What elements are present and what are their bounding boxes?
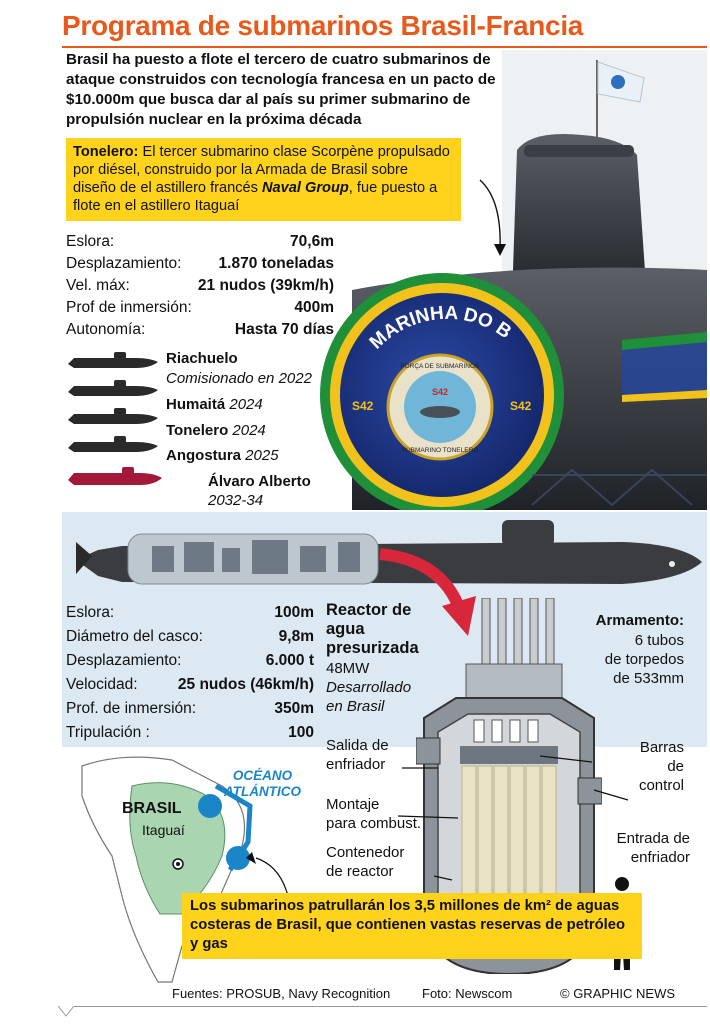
spec-label: Prof de inmersión: — [66, 299, 192, 316]
footer-credit: © GRAPHIC NEWS — [560, 986, 676, 1001]
nuclear-sub-silhouette-icon — [68, 467, 162, 485]
tonelero-box-text-a: El tercer submarino clase Scorpène propu… — [73, 144, 450, 196]
sub-riachuelo: Riachuelo — [166, 350, 238, 367]
map-country-label: BRASIL — [122, 800, 182, 817]
photo-illustration: MARINHA DO BRASIL S42 FORÇA DE SUBMARINO… — [62, 50, 707, 510]
spec-label: Eslora: — [66, 233, 115, 250]
spec-label: Tripulación : — [66, 724, 150, 741]
tonelero-info-box: Tonelero: El tercer submarino clase Scor… — [66, 138, 461, 221]
spec-label: Prof. de inmersión: — [66, 700, 197, 717]
south-america-map — [81, 756, 253, 983]
tonelero-box-name: Tonelero: — [73, 144, 139, 160]
spec-label: Vel. máx: — [66, 277, 130, 294]
spec-value: 25 nudos (46km/h) — [177, 676, 314, 693]
sub-alvaro-alberto: Álvaro Alberto — [208, 473, 311, 490]
spec-label: Desplazamiento: — [66, 255, 182, 272]
spec-value: 21 nudos (39km/h) — [197, 277, 334, 294]
seal-bottom-text: SUBMARINO TONELERO — [402, 447, 479, 454]
map-city-label: Itaguaí — [142, 822, 185, 838]
spec-label: Eslora: — [66, 604, 115, 621]
reactor-pointer-arrow — [379, 548, 476, 636]
spec-value: 350m — [274, 700, 314, 717]
spec-label: Desplazamiento: — [66, 652, 182, 669]
submarine-photo: MARINHA DO BRASIL S42 FORÇA DE SUBMARINO… — [62, 50, 707, 510]
spec-value: 1.870 toneladas — [218, 255, 334, 272]
sub-riachuelo-note: Comisionado en 2022 — [166, 370, 312, 387]
sub-humaita: Humaitá 2024 — [166, 396, 263, 413]
spec-value: 9,8m — [278, 628, 314, 645]
sub-silhouette-icon — [68, 352, 158, 368]
spec-value: 6.000 t — [265, 652, 314, 669]
sub-silhouette-icon — [68, 380, 158, 396]
armament-title: Armamento: — [595, 612, 684, 629]
spec-value: 100m — [274, 604, 314, 621]
submarine-silhouettes — [66, 346, 162, 486]
spec-value: 100 — [288, 724, 314, 741]
spec-label: Velocidad: — [66, 676, 138, 693]
hull-number-left: S42 — [352, 399, 374, 413]
seal-hull-number: S42 — [432, 387, 448, 397]
sub-angostura: Angostura 2025 — [166, 447, 279, 464]
spec-label: Autonomía: — [66, 321, 146, 338]
spec-label: Diámetro del casco: — [66, 628, 203, 645]
spec-value: 400m — [294, 299, 334, 316]
sub-tonelero: Tonelero 2024 — [166, 422, 266, 439]
nuclear-sub-cutaway — [76, 520, 702, 585]
hull-number-right: S42 — [510, 399, 532, 413]
intro-text: Brasil ha puesto a flote el tercero de c… — [66, 51, 496, 128]
tonelero-box-company: Naval Group — [262, 180, 349, 196]
footer-tab-icon — [57, 1006, 75, 1017]
reactor-power: 48MW — [326, 660, 370, 677]
reactor-leader-lines — [397, 755, 629, 881]
page-title: Programa de submarinos Brasil-Francia — [62, 10, 584, 41]
title-rule — [62, 46, 707, 48]
sub-alvaro-alberto-note: 2032-34 — [208, 492, 264, 509]
map-note-arrow — [246, 852, 289, 897]
spec-value: 70,6m — [290, 233, 334, 250]
footer-rule — [62, 1006, 707, 1007]
footer-sources: Fuentes: PROSUB, Navy Recognition — [172, 986, 391, 1001]
footer-photo: Foto: Newscom — [422, 986, 513, 1001]
sub-silhouette-icon — [68, 436, 158, 452]
patrol-note-box: Los submarinos patrullarán los 3,5 millo… — [182, 893, 642, 959]
spec-value: Hasta 70 días — [234, 321, 334, 338]
tonelero-box-text-b: , fue puesto a flote en el astillero Ita… — [73, 180, 438, 214]
sub-silhouette-icon — [68, 408, 158, 424]
seal-outer-text: FORÇA DE SUBMARINOS — [401, 363, 480, 370]
